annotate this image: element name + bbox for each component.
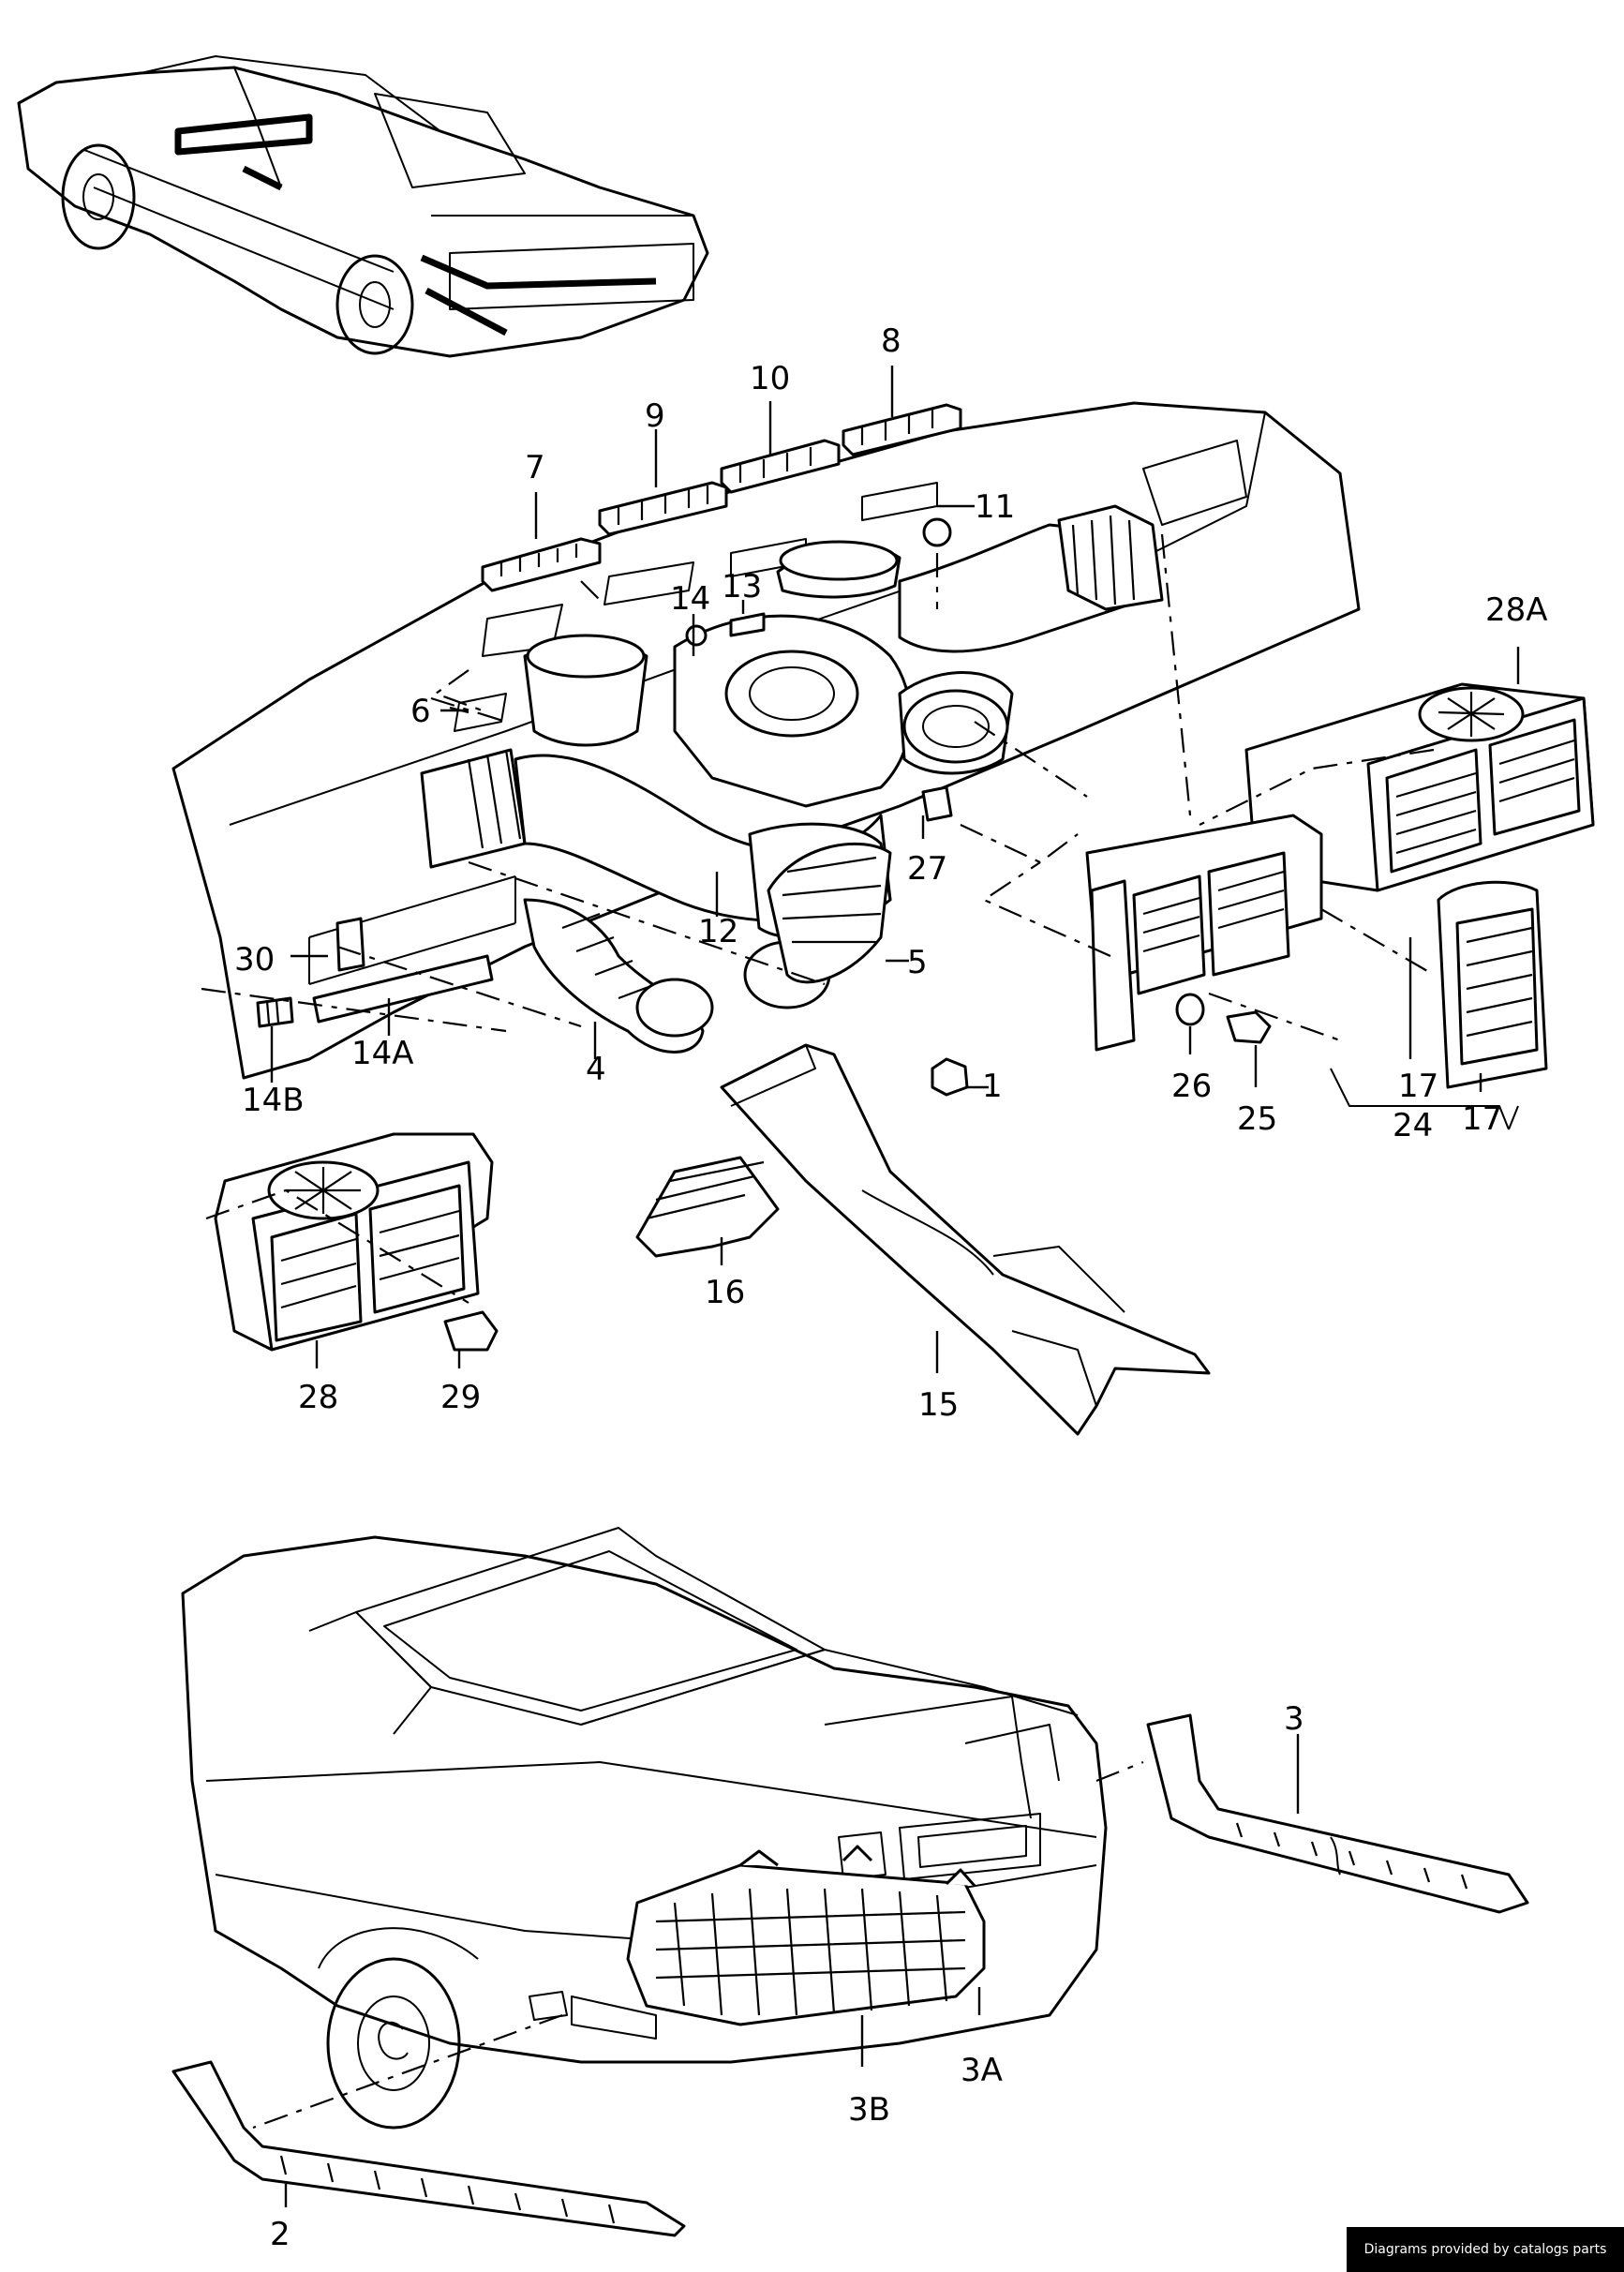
callout-30: 30 (234, 941, 275, 979)
rear-air-outlet-grille (626, 1845, 986, 2026)
callout-29: 29 (440, 1379, 481, 1416)
callout-6: 6 (410, 693, 431, 730)
callout-2: 2 (270, 2216, 291, 2253)
callout-7: 7 (525, 449, 545, 486)
callout-5: 5 (907, 944, 928, 981)
callout-28a: 28A (1485, 591, 1548, 629)
callout-24: 24 (1393, 1107, 1433, 1144)
diagram-credit-badge: Diagrams provided by catalogs parts (1347, 2227, 1624, 2272)
callout-12: 12 (698, 913, 738, 950)
callout-3: 3 (1284, 1700, 1304, 1738)
callout-28: 28 (298, 1379, 338, 1416)
callout-14b: 14B (242, 1082, 305, 1119)
callout-3a: 3A (961, 2052, 1003, 2089)
left-vent-assembly (214, 1132, 499, 1352)
callout-14a: 14A (351, 1035, 414, 1072)
part-16-boot (635, 1156, 780, 1258)
right-vent-assembly (921, 682, 1595, 1097)
callout-3b: 3B (848, 2091, 890, 2129)
callout-10: 10 (750, 360, 790, 397)
part-15-floor-duct (720, 1043, 1211, 1436)
callout-labels: 1 2 3 3A 3B 4 5 6 7 8 9 10 11 12 13 14 1… (234, 322, 1548, 2253)
car-overview-illustration (17, 55, 709, 358)
callout-9: 9 (645, 397, 665, 435)
callout-1: 1 (982, 1068, 1003, 1105)
rear-car-illustration (181, 1527, 1108, 2130)
rear-trim-strip-3 (1146, 1713, 1529, 1914)
callout-11: 11 (975, 488, 1015, 526)
callout-4: 4 (586, 1051, 606, 1088)
callout-15: 15 (918, 1386, 959, 1424)
callout-17-bracket: 17 (1398, 1068, 1438, 1105)
callout-27: 27 (907, 850, 947, 888)
callout-14: 14 (670, 580, 710, 618)
leader-lines (201, 533, 1435, 1304)
callout-8: 8 (881, 322, 901, 360)
callout-17-vent: 17 (1462, 1100, 1502, 1138)
bottom-leader-lines (252, 1760, 1144, 2130)
defrost-vent-strips (481, 403, 962, 647)
air-duct-assembly (420, 504, 1164, 1054)
rear-trim-strip-2 (171, 2060, 686, 2237)
callout-25: 25 (1237, 1100, 1277, 1138)
callout-16: 16 (705, 1274, 745, 1311)
callout-ticks (270, 366, 1520, 2207)
left-panel-fittings (256, 917, 494, 1028)
callout-13: 13 (722, 568, 762, 605)
callout-26: 26 (1171, 1068, 1212, 1105)
